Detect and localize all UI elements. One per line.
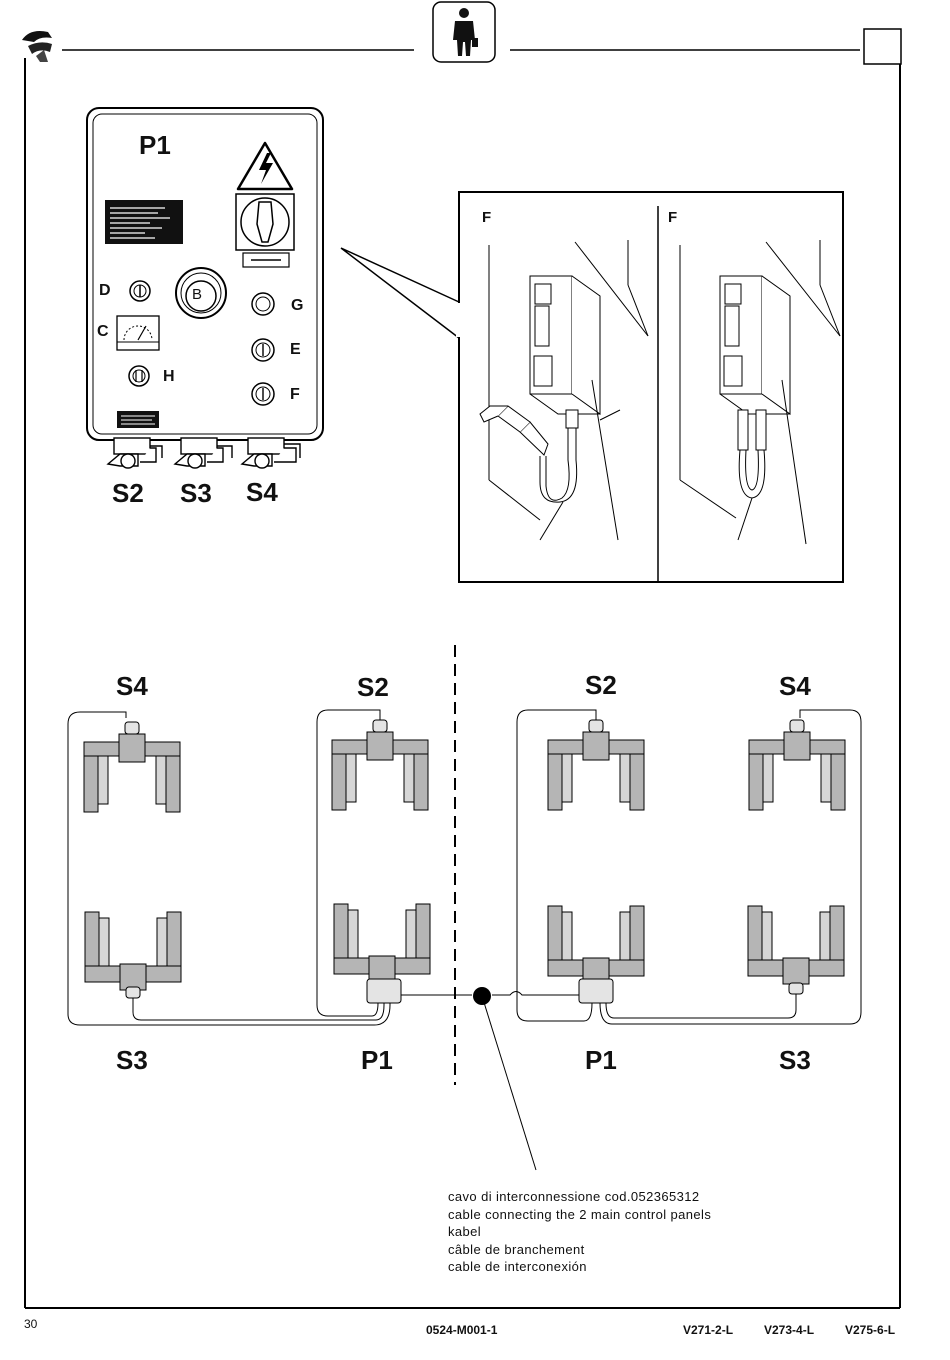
wiring-top-label: S4	[779, 673, 811, 699]
caption-line: cable de interconexión	[448, 1258, 711, 1276]
indicator-e	[252, 339, 274, 361]
label-h: H	[163, 369, 175, 385]
label-e: E	[290, 342, 301, 358]
socket-label-s2: S2	[112, 480, 144, 506]
indicator-d	[130, 281, 150, 301]
detail-right-label: F	[668, 210, 677, 225]
indicator-f	[252, 383, 274, 405]
indicator-h	[129, 366, 149, 386]
label-c: C	[97, 324, 109, 340]
doc-code: 0524-M001-1	[426, 1324, 497, 1336]
operator-person-icon	[433, 2, 495, 62]
socket-label-s3: S3	[180, 480, 212, 506]
button-b-label: B	[192, 287, 202, 302]
wiring-top-label: S2	[585, 672, 617, 698]
wiring-top-label: S2	[357, 674, 389, 700]
gauge-c	[117, 316, 159, 350]
wiring-bottom-label: S3	[779, 1047, 811, 1073]
caption-line: cable connecting the 2 main control pane…	[448, 1206, 711, 1224]
caption-line: câble de branchement	[448, 1241, 711, 1259]
wiring-schematic	[68, 710, 861, 1170]
main-switch-icon	[236, 194, 294, 267]
detail-left-label: F	[482, 210, 491, 225]
label-g: G	[291, 298, 303, 314]
wiring-bottom-label: P1	[361, 1047, 393, 1073]
panel-title: P1	[139, 132, 171, 158]
label-d: D	[99, 283, 111, 299]
caption-line: kabel	[448, 1223, 711, 1241]
label-f: F	[290, 387, 300, 403]
page-number: 30	[24, 1318, 37, 1330]
indicator-g	[252, 293, 274, 315]
cable-caption: cavo di interconnessione cod.052365312 c…	[448, 1188, 711, 1276]
model-code: V271-2-L	[683, 1324, 733, 1336]
wiring-bottom-label: S3	[116, 1047, 148, 1073]
caption-line: cavo di interconnessione cod.052365312	[448, 1188, 711, 1206]
socket-label-s4: S4	[246, 479, 278, 505]
wiring-bottom-label: P1	[585, 1047, 617, 1073]
socket-connectors	[108, 438, 300, 468]
wiring-top-label: S4	[116, 673, 148, 699]
model-code: V275-6-L	[845, 1324, 895, 1336]
brand-logo-icon	[22, 31, 52, 62]
model-code: V273-4-L	[764, 1324, 814, 1336]
control-panel-p1	[87, 108, 323, 468]
